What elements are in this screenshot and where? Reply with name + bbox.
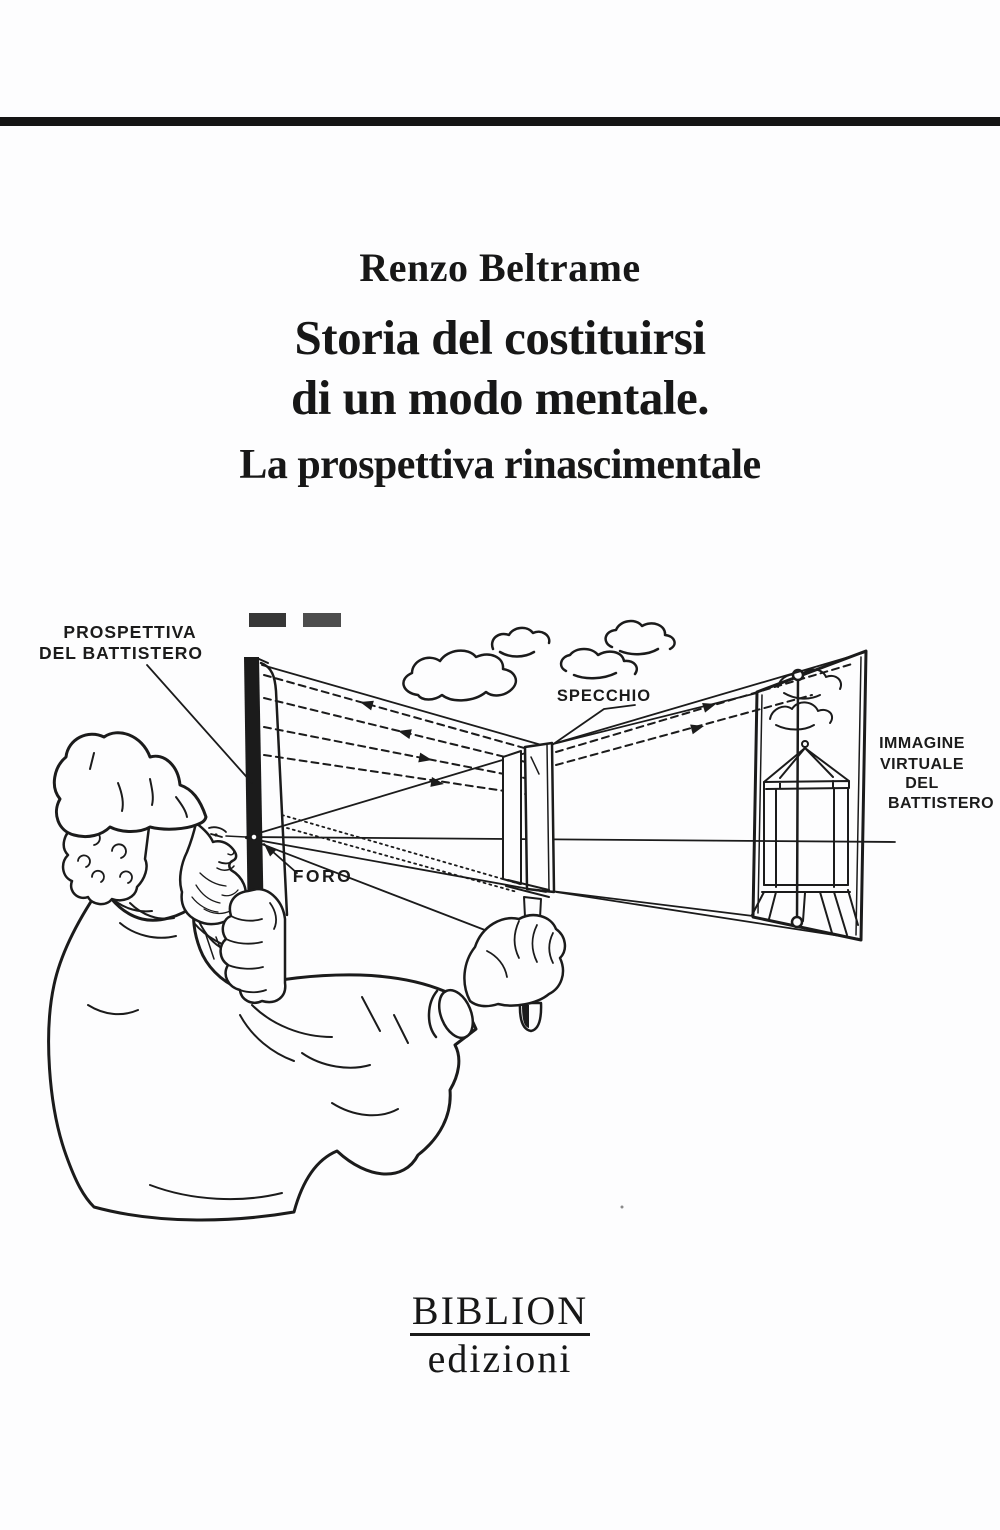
ray-arrow <box>398 729 412 739</box>
label-specchio: SPECCHIO <box>557 687 651 705</box>
book-title: Storia del costituirsi di un modo mental… <box>0 308 1000 428</box>
ray-arrow <box>690 724 704 735</box>
figure-man <box>47 731 567 1222</box>
label-prospettiva-line1: PROSPETTIVA <box>63 622 196 642</box>
label-immagine-line2: VIRTUALE <box>880 756 964 773</box>
sleeve-cuff <box>437 988 475 1040</box>
brunelleschi-experiment-illustration: PROSPETTIVA DEL BATTISTERO SPECCHIO FORO… <box>39 613 994 1222</box>
ray-arrow <box>702 703 716 713</box>
cap-folds <box>89 752 188 818</box>
title-line-2: di un modo mentale. <box>291 369 709 425</box>
garment-folds <box>87 894 409 1201</box>
label-immagine-line3: DEL <box>905 775 939 792</box>
cap <box>52 731 208 839</box>
publisher-logo: BIBLION edizioni <box>0 1290 1000 1380</box>
frame-clouds <box>769 668 842 731</box>
ray-arrow <box>430 777 444 787</box>
label-immagine-line1: IMMAGINE <box>879 735 965 752</box>
publisher-name: BIBLION <box>409 1290 591 1336</box>
left-hand-fingers <box>225 902 277 994</box>
right-hand <box>463 913 567 1008</box>
face <box>178 821 248 926</box>
print-smudges <box>249 613 341 627</box>
top-rule <box>0 117 1000 126</box>
label-prospettiva-line2: DEL BATTISTERO <box>39 643 203 663</box>
label-immagine-line4: BATTISTERO <box>888 795 994 812</box>
left-hand <box>219 887 287 1005</box>
author-line: Renzo Beltrame <box>359 245 641 290</box>
print-speck <box>620 1205 624 1209</box>
beard-hatching <box>191 872 239 915</box>
baptistery-drawing <box>751 740 859 936</box>
diagram-labels: PROSPETTIVA DEL BATTISTERO SPECCHIO FORO… <box>39 622 994 886</box>
title-line-1: Storia del costituirsi <box>294 310 706 365</box>
publisher-imprint: edizioni <box>427 1336 573 1381</box>
ray-arrow <box>360 700 374 711</box>
label-foro: FORO <box>293 866 354 886</box>
right-hand-fingers <box>486 920 554 978</box>
sky-clouds <box>402 619 676 702</box>
book-subtitle: La prospettiva rinascimentale <box>239 442 761 488</box>
virtual-image-frame <box>751 649 868 942</box>
sight-rays <box>245 651 896 940</box>
ray-arrow <box>418 752 432 763</box>
peephole <box>250 833 258 841</box>
mirror <box>502 741 556 1033</box>
plumb-line <box>795 672 800 925</box>
